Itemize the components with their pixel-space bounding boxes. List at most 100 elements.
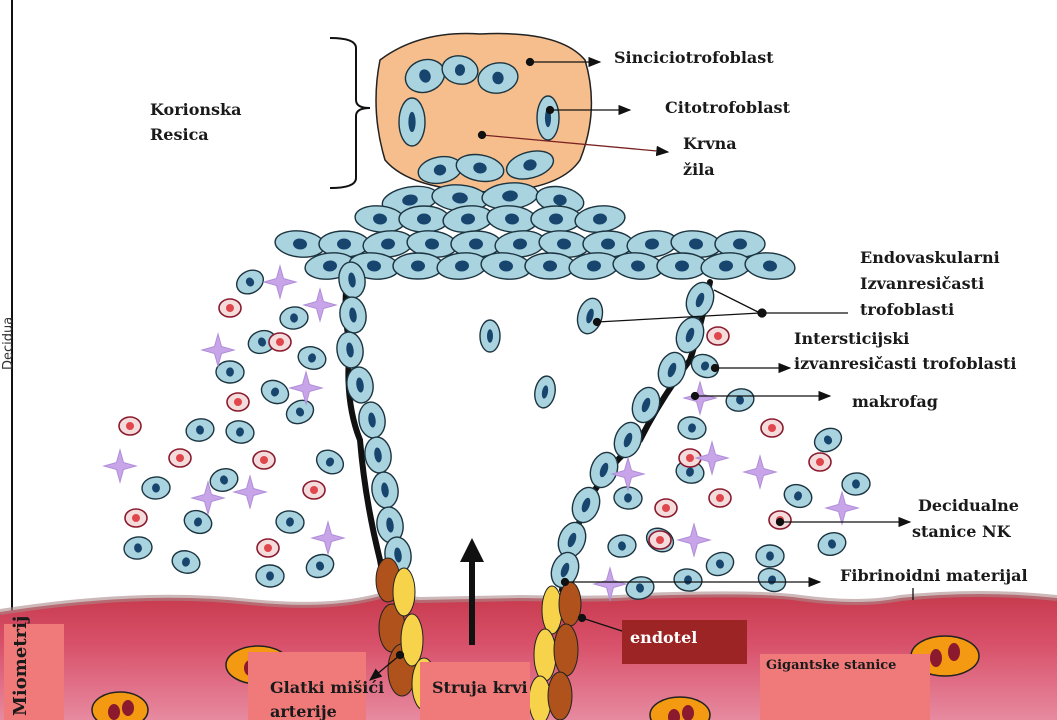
trophoblast-cell [531, 206, 581, 232]
trophoblast-cell [170, 548, 203, 576]
nk-nucleus [234, 398, 242, 406]
trophoblast-cell [568, 484, 605, 527]
struja-box: Struja krvi [420, 662, 530, 720]
trophoblast-cell [357, 400, 388, 439]
trophoblast-cell [224, 419, 256, 446]
macrophage-cell [678, 524, 710, 556]
nk-nucleus [264, 544, 272, 552]
gigantske-label: Gigantske stanice [766, 658, 896, 673]
trophoblast-cell [279, 305, 309, 330]
trophoblast-cell [756, 545, 784, 567]
trophoblast-cell [312, 446, 347, 479]
endotel-label: endotel [630, 628, 697, 647]
nk-nucleus [816, 458, 824, 466]
trophoblast-cell [399, 206, 449, 232]
trophoblast-cell [399, 98, 425, 146]
macrophage-cell [312, 522, 344, 554]
korionska-bracket [330, 38, 370, 188]
macrophage-cell [234, 476, 266, 508]
gigantske-box: Gigantske stanice [760, 654, 930, 720]
trofoblasti-label: trofoblasti [860, 298, 954, 323]
trophoblast-cell [123, 535, 154, 561]
trophoblast-cell [370, 470, 401, 509]
nk-nucleus [662, 504, 670, 512]
zila-label: žila [683, 158, 715, 183]
nk-nucleus [260, 456, 268, 464]
izvanresicasti-trofoblasti-label: izvanresičasti trofoblasti [794, 352, 1016, 377]
trophoblast-cell [574, 296, 606, 337]
trophoblast-cell [296, 344, 329, 373]
miometrij-label: Miometrij [10, 616, 31, 716]
trophoblast-cell [184, 416, 216, 443]
trophoblast-cell [841, 472, 870, 496]
macrophage-cell [264, 266, 296, 298]
nk-nucleus [132, 514, 140, 522]
trophoblast-cell [303, 551, 337, 582]
glatki-label: Glatki mišići [270, 678, 384, 697]
trophoblast-cell [610, 419, 647, 462]
trophoblast-cell [811, 424, 846, 456]
trophoblast-cell [815, 529, 848, 559]
trophoblast-cell [256, 565, 284, 587]
trophoblast-cell [207, 465, 240, 494]
intersticijski-label: Intersticijski [794, 327, 909, 352]
trophoblast-cell [724, 386, 756, 414]
korionska-label: Korionska [150, 98, 242, 123]
trophoblast-cell [606, 533, 637, 559]
endotel-box: endotel [622, 620, 747, 664]
trophoblast-cell [141, 476, 170, 499]
trophoblast-cell [537, 96, 559, 140]
nk-nucleus [226, 304, 234, 312]
trophoblast-cell [393, 253, 443, 279]
nk-nucleus [714, 332, 722, 340]
trophoblast-cell [744, 250, 796, 281]
trophoblast-cell [628, 384, 665, 427]
nk-nucleus [656, 536, 664, 544]
trophoblast-cell [657, 253, 707, 279]
nk-nucleus [716, 494, 724, 502]
arterije-label: arterije [270, 702, 337, 720]
macrophage-cell [290, 372, 322, 404]
trophoblast-cell [181, 507, 215, 537]
izvanresicasti-label: Izvanresičasti [860, 272, 984, 297]
trophoblast-cell [258, 376, 293, 408]
nk-nucleus [310, 486, 318, 494]
nk-nucleus [686, 454, 694, 462]
nk-nucleus [126, 422, 134, 430]
trophoblast-cell [532, 375, 557, 410]
nk-nucleus [176, 454, 184, 462]
macrophage-cell [826, 492, 858, 524]
nk-nucleus [768, 424, 776, 432]
macrophage-cell [304, 289, 336, 321]
trophoblast-cell [654, 349, 691, 392]
endovaskularni-label: Endovaskularni [860, 246, 1000, 271]
macrophage-cell [104, 450, 136, 482]
trophoblast-cell [781, 481, 815, 511]
trophoblast-cell [703, 548, 737, 579]
trophoblast-cell [283, 396, 318, 428]
decidua-label: Decidua [1, 317, 16, 370]
sinciciotrofoblast-label: Sinciciotrofoblast [614, 46, 774, 71]
resica-label: Resica [150, 123, 209, 148]
trophoblast-cell [525, 253, 575, 279]
trophoblast-cell [586, 449, 623, 492]
trophoblast-cell [338, 295, 369, 334]
trophoblast-cell [676, 415, 707, 442]
struja-label: Struja krvi [432, 678, 528, 697]
trophoblast-cell [275, 510, 305, 535]
glatki-box: Glatki mišići arterije [248, 652, 366, 720]
citotrofoblast-label: Citotrofoblast [665, 96, 790, 121]
trophoblast-cell [216, 361, 245, 384]
macrophage-cell [684, 382, 716, 414]
decidualne-label: Decidualne [918, 494, 1019, 519]
stanice-nk-label: stanice NK [912, 520, 1011, 545]
nk-nucleus [276, 338, 284, 346]
makrofag-label: makrofag [852, 390, 938, 415]
krvna-label: Krvna [683, 132, 737, 157]
trophoblast-cell [335, 330, 366, 369]
trophoblast-cell [672, 567, 703, 593]
trophoblast-cell [363, 435, 394, 474]
fibrinoidni-label: Fibrinoidni materijal [840, 564, 1028, 589]
miometrij-box: Miometrij [4, 624, 64, 720]
